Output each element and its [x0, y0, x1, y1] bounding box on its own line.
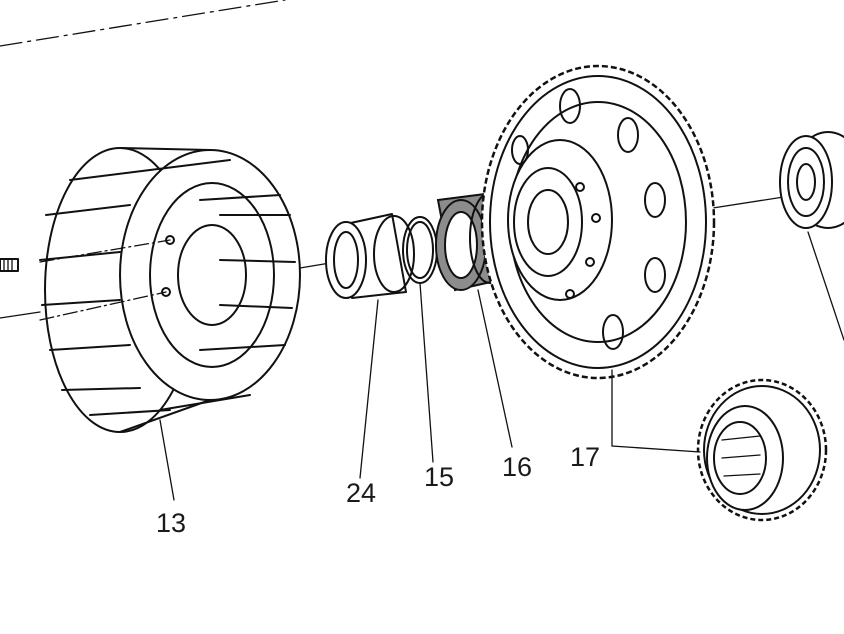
stud-bolt: [0, 258, 19, 272]
bearing: [779, 131, 844, 229]
small-gear: [696, 378, 828, 522]
clutch-basket-part-13: [39, 147, 301, 433]
callout-17: 17: [570, 442, 600, 472]
callout-24: 24: [346, 478, 376, 508]
axis-lines: [0, 0, 791, 319]
callout-15: 15: [424, 462, 454, 492]
large-gear-part-17: [480, 64, 716, 380]
snap-ring-part-15: [402, 216, 438, 284]
leader-lines: [159, 231, 844, 501]
callout-13: 13: [156, 508, 186, 538]
bushing-part-24: [325, 213, 415, 299]
callout-16: 16: [502, 452, 532, 482]
